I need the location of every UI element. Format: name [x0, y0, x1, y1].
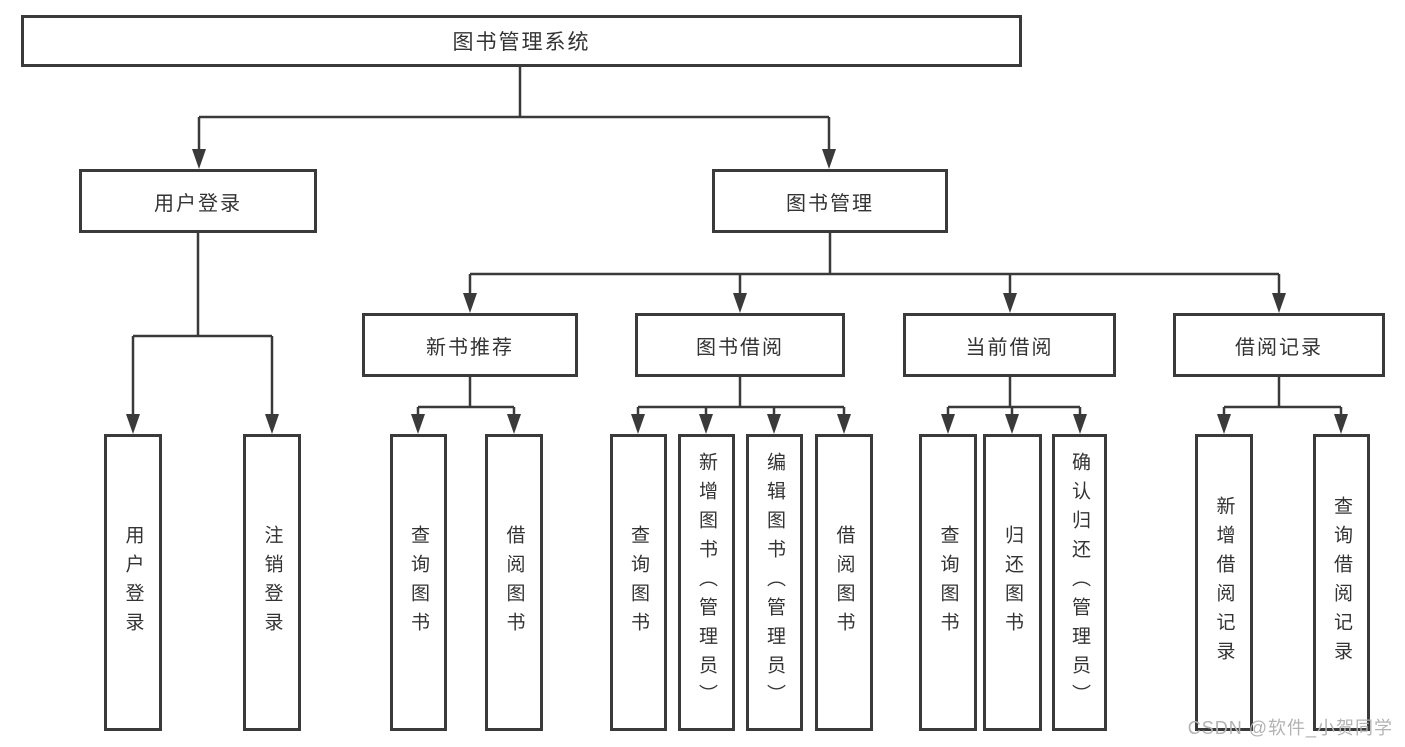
node-book-management: 图书管理 [712, 169, 948, 233]
leaf-record-add-borrow-record: 新增借阅记录 [1195, 434, 1253, 731]
arrow-heads [126, 149, 1348, 434]
leaf-current-confirm-return-admin: 确认归还（管理员） [1052, 434, 1107, 731]
leaf-user-login: 用户登录 [104, 434, 162, 731]
leaf-current-return-books: 归还图书 [983, 434, 1042, 731]
node-current-borrow: 当前借阅 [903, 313, 1116, 377]
leaf-borrow-add-books-admin: 新增图书（管理员） [678, 434, 735, 731]
leaf-newbook-borrow-books: 借阅图书 [485, 434, 543, 731]
node-library-system: 图书管理系统 [21, 15, 1022, 67]
node-new-book-recommend: 新书推荐 [362, 313, 578, 377]
csdn-watermark: CSDN @软件_小贺同学 [1187, 718, 1393, 738]
leaf-borrow-borrow-books: 借阅图书 [815, 434, 873, 731]
node-user-login: 用户登录 [79, 169, 317, 233]
leaf-logout: 注销登录 [243, 434, 301, 731]
leaf-record-query-borrow-record: 查询借阅记录 [1313, 434, 1370, 731]
leaf-borrow-query-books: 查询图书 [610, 434, 667, 731]
leaf-current-query-books: 查询图书 [919, 434, 977, 731]
leaf-borrow-edit-books-admin: 编辑图书（管理员） [746, 434, 803, 731]
node-borrow-record: 借阅记录 [1173, 313, 1385, 377]
node-book-borrow: 图书借阅 [635, 313, 845, 377]
connector-stems [131, 67, 1343, 417]
leaf-newbook-query-books: 查询图书 [390, 434, 447, 731]
